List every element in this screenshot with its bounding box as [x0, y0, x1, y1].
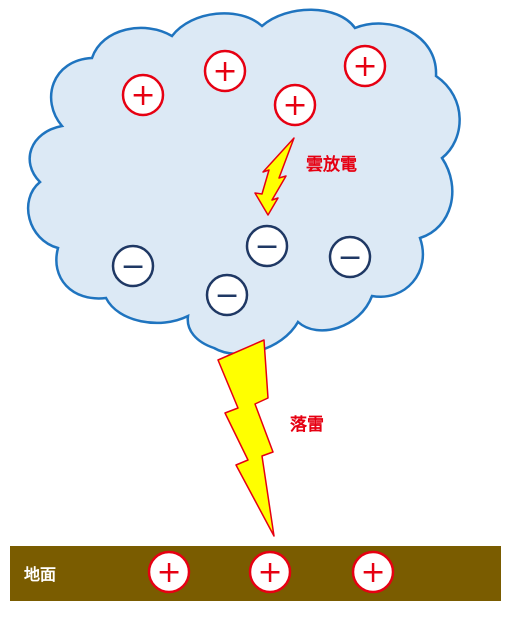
cloud-negative-charge: − [205, 273, 249, 317]
negative-symbol: − [337, 240, 362, 275]
cloud-positive-charge: + [203, 49, 247, 93]
positive-symbol: + [257, 555, 282, 590]
ground-positive-charge: + [147, 550, 191, 594]
ground-positive-charge: + [248, 550, 292, 594]
cloud-positive-charge: + [121, 73, 165, 117]
positive-symbol: + [360, 555, 385, 590]
negative-symbol: − [214, 278, 239, 313]
negative-symbol: − [254, 229, 279, 264]
cloud-negative-charge: − [328, 235, 372, 279]
ground-label: 地面 [24, 565, 56, 584]
ground-positive-charge: + [351, 550, 395, 594]
cloud-positive-charge: + [343, 44, 387, 88]
negative-symbol: − [120, 249, 145, 284]
positive-symbol: + [212, 54, 237, 89]
positive-symbol: + [352, 49, 377, 84]
lightning-strike-label: 落雷 [290, 415, 324, 435]
cloud-negative-charge: − [111, 244, 155, 288]
cloud-positive-charge: + [273, 83, 317, 127]
lightning-strike-bolt [217, 339, 275, 537]
positive-symbol: + [156, 555, 181, 590]
cloud-discharge-label: 雲放電 [306, 154, 357, 175]
positive-symbol: + [282, 88, 307, 123]
positive-symbol: + [130, 78, 155, 113]
cloud-discharge-bolt [254, 137, 295, 216]
ground: 地面 + + + [10, 546, 501, 601]
cloud-negative-charge: − [245, 224, 289, 268]
